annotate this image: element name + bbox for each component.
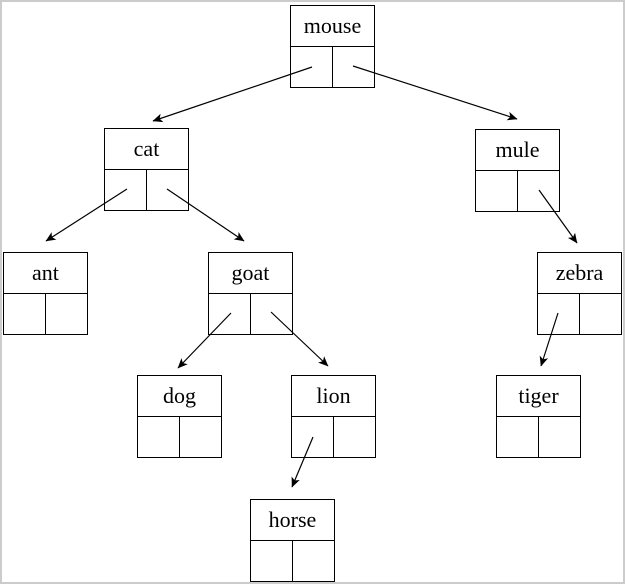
right-pointer-cell [180,417,221,457]
pointer-cells [105,170,188,210]
left-pointer-cell [538,294,580,334]
pointer-cells [138,417,221,457]
tree-node-zebra: zebra [537,252,622,335]
pointer-cells [291,47,374,87]
left-pointer-cell [476,171,518,211]
pointer-cells [497,417,580,457]
left-pointer-cell [138,417,180,457]
left-pointer-cell [292,417,334,457]
pointer-cells [538,294,621,334]
right-pointer-cell [518,171,559,211]
left-pointer-cell [105,170,147,210]
left-pointer-cell [497,417,539,457]
pointer-cells [251,541,334,581]
right-pointer-cell [539,417,580,457]
node-label: horse [251,500,334,541]
tree-node-mule: mule [475,129,560,212]
right-pointer-cell [251,294,292,334]
node-label: mouse [291,6,374,47]
left-pointer-cell [291,47,333,87]
tree-node-goat: goat [208,252,293,335]
tree-node-ant: ant [3,252,88,335]
right-pointer-cell [46,294,87,334]
right-pointer-cell [333,47,374,87]
tree-node-cat: cat [104,128,189,211]
tree-node-horse: horse [250,499,335,582]
right-pointer-cell [293,541,334,581]
right-pointer-cell [580,294,621,334]
pointer-cells [292,417,375,457]
node-label: goat [209,253,292,294]
tree-node-dog: dog [137,375,222,458]
node-label: ant [4,253,87,294]
left-pointer-cell [4,294,46,334]
node-label: zebra [538,253,621,294]
node-label: lion [292,376,375,417]
pointer-cells [476,171,559,211]
right-pointer-cell [147,170,188,210]
node-label: mule [476,130,559,171]
node-label: dog [138,376,221,417]
pointer-cells [4,294,87,334]
tree-node-tiger: tiger [496,375,581,458]
right-pointer-cell [334,417,375,457]
tree-node-lion: lion [291,375,376,458]
pointer-cells [209,294,292,334]
node-label: cat [105,129,188,170]
left-pointer-cell [209,294,251,334]
node-label: tiger [497,376,580,417]
tree-node-mouse: mouse [290,5,375,88]
left-pointer-cell [251,541,293,581]
